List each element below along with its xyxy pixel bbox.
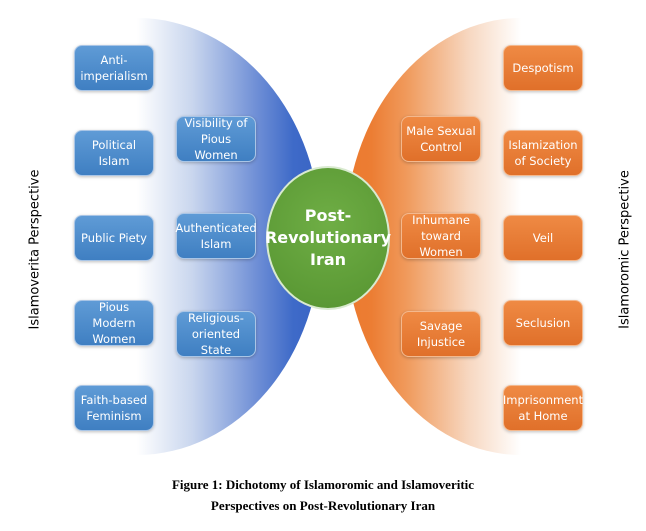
right-inner-box: Savage Injustice [401,311,481,357]
caption-line-1: Figure 1: Dichotomy of Islamoromic and I… [171,477,475,492]
left-outer-box: Faith-based Feminism [74,385,154,431]
center-label: Post- Revolutionary Iran [264,206,392,269]
center-circle: Post- Revolutionary Iran [264,166,392,310]
left-inner-box: Visibility of Pious Women [176,116,256,162]
right-inner-box: Male Sexual Control [401,116,481,162]
figure-caption: Figure 1: Dichotomy of Islamoromic and I… [0,474,646,516]
left-outer-box: Public Piety [74,215,154,261]
right-outer-box: Islamization of Society [503,130,583,176]
caption-line-2: Perspectives on Post-Revolutionary Iran [210,498,436,513]
left-outer-box: Anti-imperialism [74,45,154,91]
right-outer-box: Seclusion [503,300,583,346]
right-inner-box: Inhumane toward Women [401,213,481,259]
left-outer-box: Political Islam [74,130,154,176]
left-inner-box: Religious-oriented State [176,311,256,357]
right-outer-box: Imprisonment at Home [503,385,583,431]
left-outer-box: Pious Modern Women [74,300,154,346]
right-outer-box: Veil [503,215,583,261]
right-perspective-label: Islamoromic Perspective [617,170,633,329]
left-perspective-label: Islamoverita Perspective [27,169,43,330]
right-outer-box: Despotism [503,45,583,91]
left-inner-box: Authenticated Islam [175,213,257,259]
